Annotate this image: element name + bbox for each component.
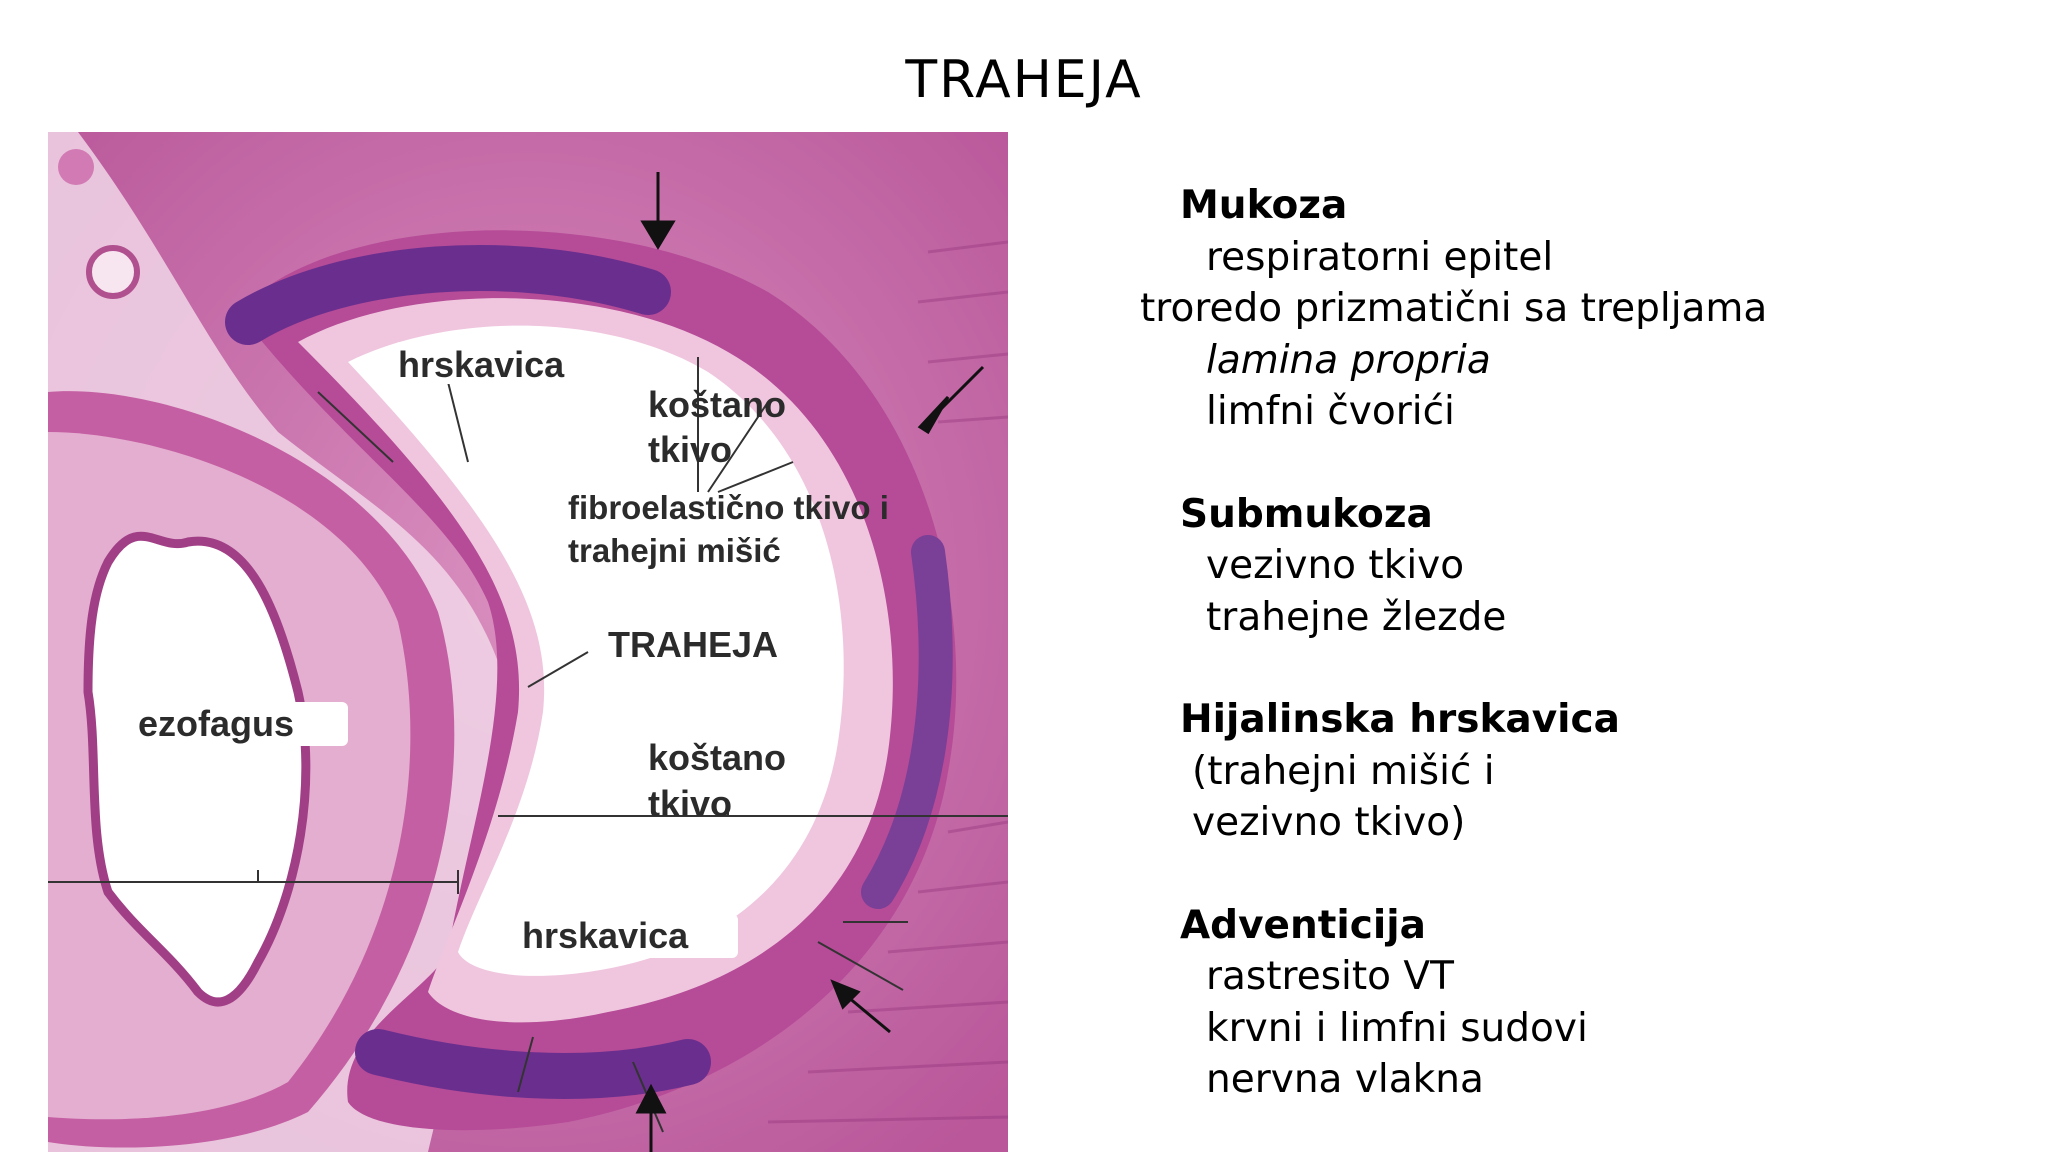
slide-title: TRAHEJA [905, 50, 1143, 110]
image-labels: hrskavica koštano tkivo fibroelastično t… [128, 342, 889, 958]
notes-panel: Mukoza respiratorni epitel troredo prizm… [1140, 180, 2020, 1157]
section-item: vezivno tkivo [1206, 543, 1465, 588]
label-traheja: TRAHEJA [608, 624, 778, 665]
section-item: krvni i limfni sudovi [1206, 1005, 1588, 1051]
label-hrskavica-bottom: hrskavica [522, 915, 689, 956]
section-adventicija: Adventicija rastresito VT krvni i limfni… [1140, 900, 2020, 1106]
section-title: Hijalinska hrskavica [1180, 697, 1620, 742]
label-bg [394, 342, 604, 384]
label-bg [128, 702, 348, 746]
muscle-texture [767, 240, 1008, 1124]
section-item: lamina propria [1206, 337, 1491, 383]
arrows [635, 172, 985, 1152]
section-title: Mukoza [1180, 183, 1348, 228]
section-item: vezivno tkivo) [1192, 800, 1466, 845]
label-bg [518, 914, 738, 958]
histology-micrograph: hrskavica koštano tkivo fibroelastično t… [48, 132, 1008, 1152]
cartilage-bottom [355, 1029, 711, 1099]
trachea-lumen [348, 325, 844, 976]
cartilage-right [861, 535, 953, 909]
vessel [86, 245, 140, 299]
label-trahejni-misic: trahejni mišić [568, 532, 781, 569]
section-mukoza: Mukoza respiratorni epitel troredo prizm… [1140, 180, 2020, 438]
section-hijalinska: Hijalinska hrskavica (trahejni mišić i v… [1140, 694, 2020, 849]
section-submukoza: Submukoza vezivno tkivo trahejne žlezde [1140, 489, 2020, 644]
section-title: Submukoza [1180, 491, 1433, 537]
label-kostano-bottom: koštano [648, 737, 786, 778]
label-kostano-top: koštano [648, 384, 786, 425]
section-item: troredo prizmatični sa trepljama [1140, 286, 1768, 331]
section-item: nervna vlakna [1206, 1057, 1484, 1102]
section-item: rastresito VT [1206, 954, 1454, 999]
label-ezofagus: ezofagus [138, 703, 294, 744]
section-title: Adventicija [1180, 902, 1426, 948]
section-item: limfni čvorići [1206, 389, 1455, 434]
section-item: (trahejni mišić i [1192, 748, 1495, 794]
esophagus-lumen [83, 531, 311, 1007]
label-tkivo-bottom: tkivo [648, 783, 732, 824]
section-item: trahejne žlezde [1206, 594, 1507, 640]
section-item: respiratorni epitel [1206, 234, 1554, 280]
label-fibroelastic: fibroelastično tkivo i [568, 489, 889, 526]
label-tkivo-top: tkivo [648, 429, 732, 470]
vessel [58, 149, 94, 185]
cartilage-top [225, 245, 671, 345]
label-hrskavica-top: hrskavica [398, 344, 565, 385]
